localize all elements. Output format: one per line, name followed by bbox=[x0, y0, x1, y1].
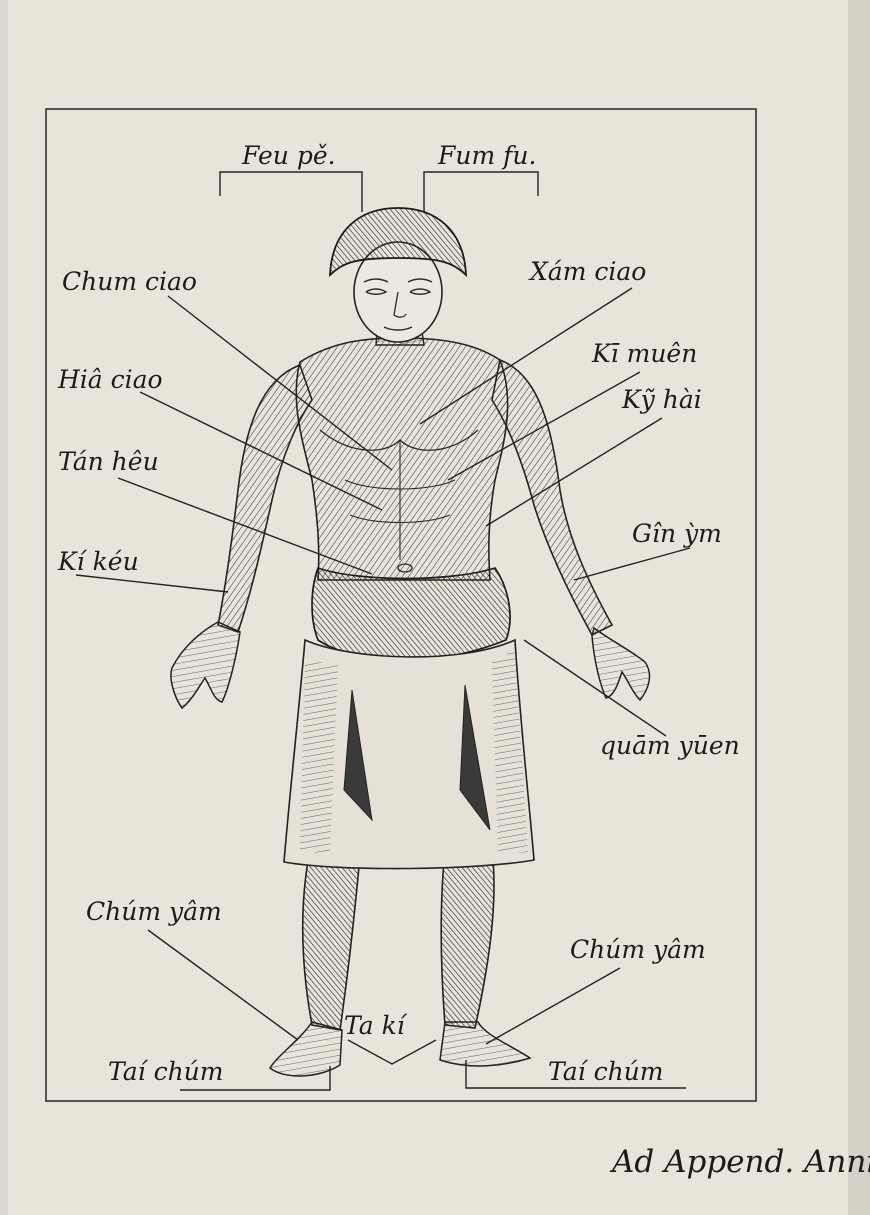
label-chum-ciao: Chum ciao bbox=[62, 267, 197, 296]
label-xam-ciao: Xám ciao bbox=[528, 257, 646, 286]
label-tan-heu: Tán hêu bbox=[58, 447, 159, 476]
label-quam-yuen: quām yūen bbox=[600, 731, 740, 760]
label-ki-hai: Kỹ hài bbox=[621, 385, 702, 414]
label-chum-yam-right: Chúm yâm bbox=[570, 935, 706, 964]
label-chum-yam-left: Chúm yâm bbox=[86, 897, 222, 926]
label-ta-ki: Ta kí bbox=[344, 1011, 408, 1040]
label-fum-fu: Fum fu. bbox=[437, 141, 536, 170]
page-shadow-left bbox=[0, 0, 8, 1215]
label-hia-ciao: Hiâ ciao bbox=[57, 365, 163, 394]
label-tai-chum-left: Taí chúm bbox=[108, 1057, 224, 1086]
page-shadow-right bbox=[848, 0, 870, 1215]
waist-sash bbox=[312, 568, 510, 662]
plate-signature: Ad Append. Anni bbox=[609, 1144, 870, 1180]
label-ki-muen: Kī muên bbox=[591, 339, 697, 368]
label-tai-chum-right: Taí chúm bbox=[548, 1057, 664, 1086]
torso bbox=[296, 338, 507, 580]
label-gin-ym: Gîn ỳm bbox=[632, 519, 722, 548]
label-ki-keu: Kí kéu bbox=[57, 547, 139, 576]
label-feu-pe: Feu pě. bbox=[241, 141, 336, 170]
